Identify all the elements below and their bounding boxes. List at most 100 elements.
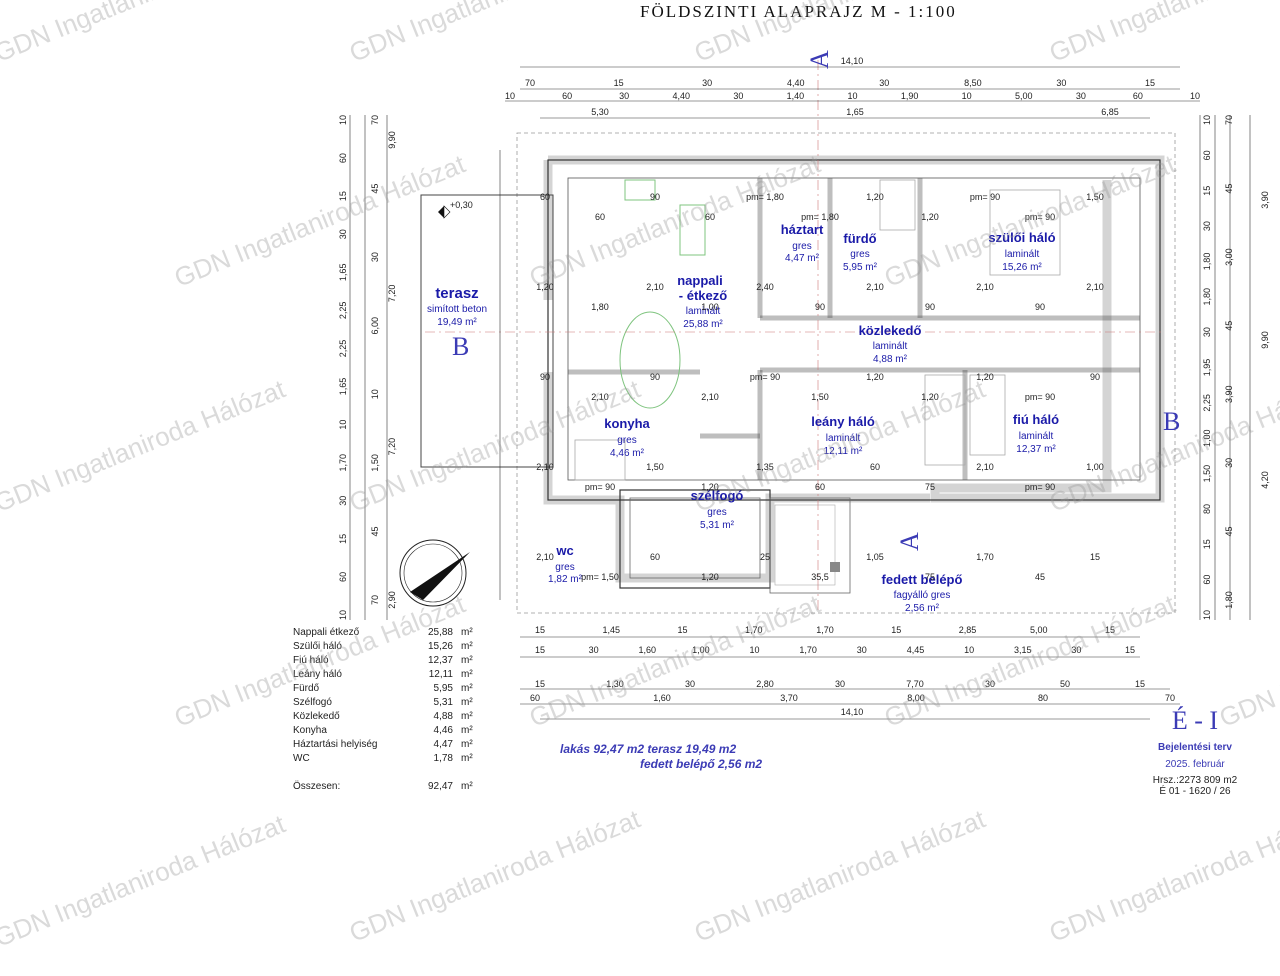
room-furdo-mat: gres bbox=[850, 249, 869, 260]
area-total-unit: m² bbox=[461, 781, 473, 792]
room-fiu-name: fiú háló bbox=[1013, 412, 1059, 427]
dim-right_col1-label: 1,50 bbox=[1202, 465, 1212, 483]
dim-top_row2-label: 4,40 bbox=[672, 91, 690, 101]
dim-top_row1-label: 8,50 bbox=[964, 78, 982, 88]
dim-right_col2-label: 70 bbox=[1224, 115, 1234, 125]
entrance-walls bbox=[619, 489, 771, 589]
room-haztart-area: 4,47 m² bbox=[785, 253, 820, 264]
room-szelfogo-mat: gres bbox=[707, 507, 726, 518]
dim-inner-label: 1,20 bbox=[701, 572, 719, 582]
dim-inner-label: 90 bbox=[650, 192, 660, 202]
dim-bottom_row2-label: 10 bbox=[750, 645, 760, 655]
dim-top_row1-label: 15 bbox=[1145, 78, 1155, 88]
dim-bottom_row2-label: 15 bbox=[535, 645, 545, 655]
dim-right_col2-label: 30 bbox=[1224, 458, 1234, 468]
area-cell-name: Közlekedő bbox=[293, 711, 340, 722]
dim-bottom_row4-label: 80 bbox=[1038, 693, 1048, 703]
dim-top_row2-label: 1,40 bbox=[787, 91, 805, 101]
covered-entry bbox=[769, 497, 851, 594]
area-cell-unit: m² bbox=[461, 711, 473, 722]
dim-right_col1-label: 10 bbox=[1202, 610, 1212, 620]
room-szuloi-mat: laminált bbox=[1005, 249, 1040, 260]
dim-bottom_row3-label: 2,80 bbox=[756, 679, 774, 689]
dim-bottom_row3-label: 1,30 bbox=[606, 679, 624, 689]
dim-right_col1-label: 60 bbox=[1202, 575, 1212, 585]
dim-inner-label: 90 bbox=[815, 302, 825, 312]
area-cell-value: 1,78 bbox=[433, 753, 453, 764]
dimension-lines bbox=[349, 66, 1251, 720]
area-cell-value: 5,95 bbox=[433, 683, 453, 694]
dim-inner-label: 1,70 bbox=[976, 552, 994, 562]
area-cell-unit: m² bbox=[461, 725, 473, 736]
stamp-plan: Bejelentési terv bbox=[1158, 742, 1232, 753]
dim-inner-label: pm= 1,80 bbox=[746, 192, 784, 202]
dim-inner-label: 15 bbox=[1090, 552, 1100, 562]
dim-bottom_row3-label: 15 bbox=[535, 679, 545, 689]
dim-inner-label: 60 bbox=[595, 212, 605, 222]
dim-bottom_row3-label: 30 bbox=[685, 679, 695, 689]
dim-bottom_row1-label: 1,70 bbox=[816, 625, 834, 635]
dim-left_col3-label: 7,20 bbox=[387, 285, 397, 303]
area-cell-value: 4,46 bbox=[433, 725, 453, 736]
dim-left_col3-label: 9,90 bbox=[387, 131, 397, 149]
dim-inner-label: 1,00 bbox=[701, 302, 719, 312]
dim-bottom_row4-label: 3,70 bbox=[780, 693, 798, 703]
dim-left_col2-label: 10 bbox=[370, 389, 380, 399]
dim-bottom_row2-label: 15 bbox=[1125, 645, 1135, 655]
dim-inner-label: 90 bbox=[650, 372, 660, 382]
dim-right_col1-label: 30 bbox=[1202, 221, 1212, 231]
dim-inner-label: 25 bbox=[760, 552, 770, 562]
dim-left_col1-label: 60 bbox=[338, 153, 348, 163]
area-cell-name: Fürdő bbox=[293, 683, 320, 694]
dim-top_row1-label: 4,40 bbox=[787, 78, 805, 88]
dim-inner-label: 1,35 bbox=[756, 462, 774, 472]
dim-right_col1-label: 60 bbox=[1202, 150, 1212, 160]
area-cell-unit: m² bbox=[461, 641, 473, 652]
dim-top_row1-label: 30 bbox=[702, 78, 712, 88]
room-wc-mat: gres bbox=[555, 562, 574, 573]
dim-right_col1-label: 30 bbox=[1202, 327, 1212, 337]
dim-top_row2-label: 10 bbox=[1190, 91, 1200, 101]
dim-left_col2-label: 6,00 bbox=[370, 317, 380, 335]
dim-left_col2-label: 30 bbox=[370, 252, 380, 262]
dim-inner-label: 1,20 bbox=[701, 482, 719, 492]
dim-right_col2-label: 3,00 bbox=[1224, 248, 1234, 266]
dim-inner-label: 60 bbox=[540, 192, 550, 202]
dim-bottom_row2-label: 10 bbox=[964, 645, 974, 655]
room-furdo-area: 5,95 m² bbox=[843, 262, 878, 273]
dim-inner-label: 1,20 bbox=[976, 372, 994, 382]
room-nappali-name2: - étkező bbox=[679, 288, 727, 303]
dim-bottom_row3-label: 30 bbox=[835, 679, 845, 689]
dim-inner-label: pm= 90 bbox=[1025, 482, 1055, 492]
room-nappali-area: 25,88 m² bbox=[683, 319, 723, 330]
dim-bottom_row2-label: 30 bbox=[857, 645, 867, 655]
dim-inner-label: 60 bbox=[650, 552, 660, 562]
dim-right_col1-label: 1,00 bbox=[1202, 429, 1212, 447]
room-kozlekedo-area: 4,88 m² bbox=[873, 354, 908, 365]
dim-bottom_row1-label: 2,85 bbox=[959, 625, 977, 635]
dim-inner-label: 2,10 bbox=[1086, 282, 1104, 292]
area-cell-unit: m² bbox=[461, 683, 473, 694]
dim-inner-label: pm= 1,80 bbox=[801, 212, 839, 222]
room-nappali-name: nappali bbox=[677, 273, 723, 288]
dim-right_col1-label: 15 bbox=[1202, 539, 1212, 549]
dim-left_col1-label: 30 bbox=[338, 229, 348, 239]
area-summary: lakás 92,47 m2 terasz 19,49 m2 fedett be… bbox=[560, 742, 762, 772]
dim-left_col2-label: 45 bbox=[370, 184, 380, 194]
dim-right_col3-label: 4,20 bbox=[1260, 471, 1270, 489]
area-cell-unit: m² bbox=[461, 753, 473, 764]
area-cell-value: 12,37 bbox=[427, 655, 453, 666]
area-cell-name: Konyha bbox=[293, 725, 327, 736]
dim-inner-label: 75 bbox=[925, 482, 935, 492]
dim-left_col2-label: 70 bbox=[370, 595, 380, 605]
area-cell-value: 5,31 bbox=[433, 697, 453, 708]
level-marker-icon bbox=[438, 205, 451, 219]
area-cell-unit: m² bbox=[461, 697, 473, 708]
area-cell-name: Leány háló bbox=[293, 669, 342, 680]
dim-left_col1-label: 15 bbox=[338, 534, 348, 544]
room-fedett-area: 2,56 m² bbox=[905, 603, 940, 614]
dim-bottom_row1-label: 1,70 bbox=[745, 625, 763, 635]
